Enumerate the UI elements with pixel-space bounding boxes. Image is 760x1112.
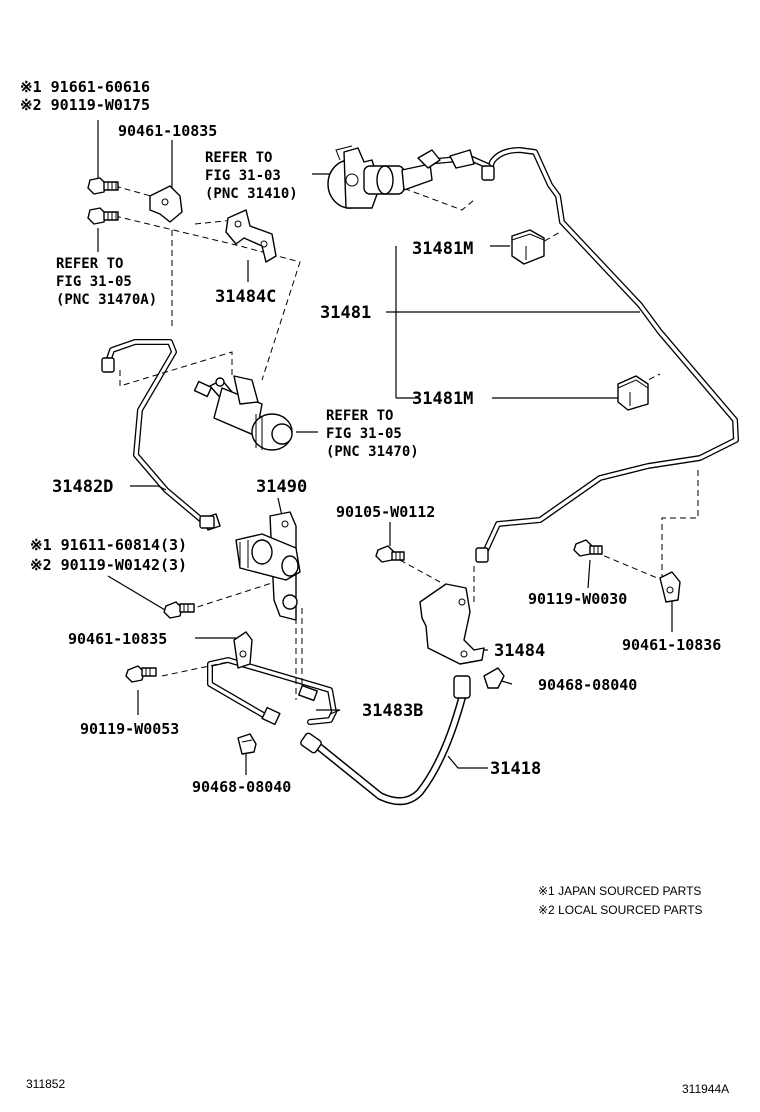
- label-bolt-90119-w0053: 90119-W0053: [80, 720, 179, 738]
- clutch-release-cylinder: [193, 375, 293, 451]
- bolt-90119-w0053: [125, 665, 157, 683]
- clutch-accumulator-31490: [203, 511, 301, 621]
- refer-fig-31-05: REFER TO FIG 31-05 (PNC 31470): [326, 408, 419, 460]
- bolt-91611-60814: [163, 601, 195, 619]
- bracket-31484: [419, 583, 485, 665]
- label-clip-90468-08040-right: 90468-08040: [538, 676, 637, 694]
- refer-line-1: REFER TO: [205, 150, 272, 166]
- label-clamp-31481m-bottom: 31481M: [412, 389, 473, 409]
- pipe-31482d: [105, 339, 207, 525]
- note-japan-sourced: ※1 JAPAN SOURCED PARTS: [538, 884, 701, 898]
- bracket-31484c: [225, 209, 277, 263]
- label-clip-90461-10835-mid: 90461-10835: [68, 630, 167, 648]
- bolt-90119-w0175: [87, 207, 119, 225]
- leader-lines: [97, 120, 673, 775]
- label-bracket-31484c: 31484C: [215, 287, 276, 307]
- hose-31418: [314, 694, 466, 806]
- clamp-31481m-top: [511, 229, 545, 265]
- label-m1-japan-bolt-3: ※1 91611-60814(3): [30, 536, 187, 554]
- bolt-91661-60616: [87, 177, 119, 195]
- refer-fig-31-03: REFER TO FIG 31-03 (PNC 31410): [205, 150, 298, 202]
- label-m1-japan-bolt: ※1 91661-60616: [20, 78, 150, 96]
- bolt-90119-w0030: [573, 539, 603, 557]
- tube-flare-nuts: [101, 165, 495, 563]
- pipe-31483b: [207, 657, 337, 725]
- figure-id-right: 311944A: [682, 1082, 729, 1096]
- refer-line-2: FIG 31-05: [56, 274, 132, 290]
- hose-fitting-31418: [300, 675, 471, 754]
- pipe-31481: [479, 147, 739, 561]
- label-tube-31483b: 31483B: [362, 701, 423, 721]
- refer-line-3: (PNC 31410): [205, 186, 298, 202]
- label-tube-31481: 31481: [320, 303, 371, 323]
- label-bracket-31484: 31484: [494, 641, 545, 661]
- clutch-master-cylinder: [327, 145, 475, 209]
- clip-90461-10836: [659, 571, 681, 603]
- label-clip-90461-10836: 90461-10836: [622, 636, 721, 654]
- dashed-guides: [114, 184, 699, 700]
- figure-id-left: 311852: [26, 1077, 65, 1091]
- refer-line-2: FIG 31-05: [326, 426, 402, 442]
- clamp-31481m-bottom: [617, 375, 649, 411]
- refer-fig-31-05a: REFER TO FIG 31-05 (PNC 31470A): [56, 256, 157, 308]
- clip-90468-08040-left: [237, 733, 257, 755]
- label-clip-90468-08040-left: 90468-08040: [192, 778, 291, 796]
- label-tube-31482d: 31482D: [52, 477, 113, 497]
- clip-90468-08040-right: [483, 667, 505, 689]
- refer-line-1: REFER TO: [56, 256, 123, 272]
- label-clip-90461-10835-top: 90461-10835: [118, 122, 217, 140]
- clip-90461-10835-top: [149, 185, 183, 223]
- label-hose-31418: 31418: [490, 759, 541, 779]
- bolt-90105-w0112: [375, 545, 405, 563]
- clip-90461-10835-mid: [233, 631, 253, 669]
- note-local-sourced: ※2 LOCAL SOURCED PARTS: [538, 903, 703, 917]
- tube-fitting-31483b: [261, 684, 318, 726]
- label-m2-local-bolt: ※2 90119-W0175: [20, 96, 150, 114]
- refer-line-3: (PNC 31470): [326, 444, 419, 460]
- refer-line-1: REFER TO: [326, 408, 393, 424]
- refer-line-3: (PNC 31470A): [56, 292, 157, 308]
- refer-line-2: FIG 31-03: [205, 168, 281, 184]
- label-accumulator-31490: 31490: [256, 477, 307, 497]
- label-clamp-31481m-top: 31481M: [412, 239, 473, 259]
- label-m2-local-bolt-3: ※2 90119-W0142(3): [30, 556, 187, 574]
- label-bolt-90105-w0112: 90105-W0112: [336, 503, 435, 521]
- label-bolt-90119-w0030: 90119-W0030: [528, 590, 627, 608]
